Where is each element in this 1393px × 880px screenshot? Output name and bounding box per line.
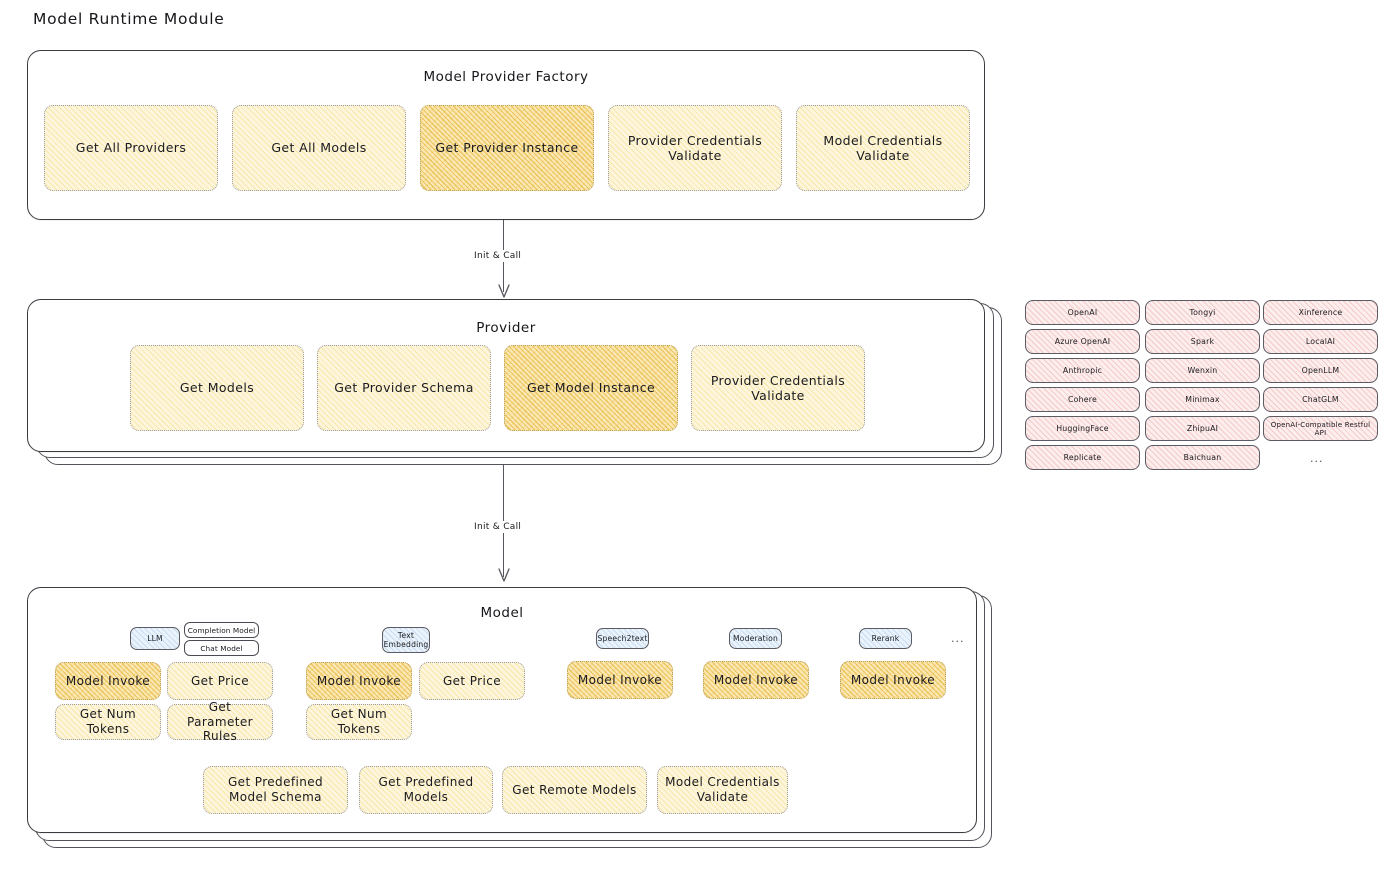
provider-tag-cohere[interactable]: Cohere xyxy=(1025,387,1140,412)
model-type-tag-llm[interactable]: LLM xyxy=(130,627,180,650)
provider-tag-anthropic[interactable]: Anthropic xyxy=(1025,358,1140,383)
provider-tag-chatglm[interactable]: ChatGLM xyxy=(1263,387,1378,412)
factory-method-model-credentials-validate[interactable]: Model Credentials Validate xyxy=(796,105,970,191)
model-type-tag-rerank[interactable]: Rerank xyxy=(859,628,912,649)
model-method-speech2text-model-invoke[interactable]: Model Invoke xyxy=(567,661,673,699)
model-method-moderation-model-invoke[interactable]: Model Invoke xyxy=(703,661,809,699)
model-method-get-predefined-model-schema[interactable]: Get Predefined Model Schema xyxy=(203,766,348,814)
connector-2-label: Init & Call xyxy=(470,521,526,533)
model-type-tag-moderation[interactable]: Moderation xyxy=(729,628,782,649)
provider-tag-replicate[interactable]: Replicate xyxy=(1025,445,1140,470)
model-method-llm-get-price[interactable]: Get Price xyxy=(167,662,273,700)
model-method-llm-get-num-tokens[interactable]: Get Num Tokens xyxy=(55,704,161,740)
model-method-model-credentials-validate[interactable]: Model Credentials Validate xyxy=(657,766,788,814)
model-title: Model xyxy=(480,605,524,621)
model-method-text-embedding-get-price[interactable]: Get Price xyxy=(419,662,525,700)
model-method-text-embedding-model-invoke[interactable]: Model Invoke xyxy=(306,662,412,700)
factory-method-get-all-models[interactable]: Get All Models xyxy=(232,105,406,191)
provider-tag-localai[interactable]: LocalAI xyxy=(1263,329,1378,354)
provider-tag-baichuan[interactable]: Baichuan xyxy=(1145,445,1260,470)
model-type-tag-text-embedding[interactable]: Text Embedding xyxy=(382,627,430,653)
provider-method-get-model-instance[interactable]: Get Model Instance xyxy=(504,345,678,431)
provider-tag-spark[interactable]: Spark xyxy=(1145,329,1260,354)
model-method-get-remote-models[interactable]: Get Remote Models xyxy=(502,766,647,814)
model-method-get-predefined-models[interactable]: Get Predefined Models xyxy=(359,766,493,814)
connector-2-arrowhead xyxy=(498,568,510,582)
provider-list-more-ellipsis: ... xyxy=(1310,452,1324,465)
model-subtag-completion-model[interactable]: Completion Model xyxy=(184,622,259,638)
model-type-tag-speech2text[interactable]: Speech2text xyxy=(596,628,649,649)
provider-tag-openai-compatible-restful-api[interactable]: OpenAI-Compatible Restful API xyxy=(1263,416,1378,441)
model-method-llm-get-parameter-rules[interactable]: Get Parameter Rules xyxy=(167,700,273,743)
connector-1-arrowhead xyxy=(498,284,510,298)
provider-tag-openllm[interactable]: OpenLLM xyxy=(1263,358,1378,383)
provider-tag-zhipuai[interactable]: ZhipuAI xyxy=(1145,416,1260,441)
connector-provider-to-model: Init & Call xyxy=(470,465,526,585)
provider-title: Provider xyxy=(476,320,536,336)
model-method-rerank-model-invoke[interactable]: Model Invoke xyxy=(840,661,946,699)
provider-method-get-provider-schema[interactable]: Get Provider Schema xyxy=(317,345,491,431)
connector-1-label: Init & Call xyxy=(470,250,526,262)
provider-tag-minimax[interactable]: Minimax xyxy=(1145,387,1260,412)
factory-method-get-all-providers[interactable]: Get All Providers xyxy=(44,105,218,191)
model-subtag-chat-model[interactable]: Chat Model xyxy=(184,640,259,656)
provider-tag-wenxin[interactable]: Wenxin xyxy=(1145,358,1260,383)
factory-method-provider-credentials-validate[interactable]: Provider Credentials Validate xyxy=(608,105,782,191)
provider-tag-openai[interactable]: OpenAI xyxy=(1025,300,1140,325)
model-types-more-ellipsis: ... xyxy=(951,632,965,645)
provider-method-get-models[interactable]: Get Models xyxy=(130,345,304,431)
provider-tag-huggingface[interactable]: HuggingFace xyxy=(1025,416,1140,441)
model-method-text-embedding-get-num-tokens[interactable]: Get Num Tokens xyxy=(306,704,412,740)
page-title: Model Runtime Module xyxy=(33,10,225,28)
model-method-llm-model-invoke[interactable]: Model Invoke xyxy=(55,662,161,700)
provider-tag-xinference[interactable]: Xinference xyxy=(1263,300,1378,325)
provider-tag-tongyi[interactable]: Tongyi xyxy=(1145,300,1260,325)
factory-title: Model Provider Factory xyxy=(423,69,589,85)
provider-method-provider-credentials-validate[interactable]: Provider Credentials Validate xyxy=(691,345,865,431)
connector-factory-to-provider: Init & Call xyxy=(470,220,526,300)
factory-method-get-provider-instance[interactable]: Get Provider Instance xyxy=(420,105,594,191)
provider-tag-azure-openai[interactable]: Azure OpenAI xyxy=(1025,329,1140,354)
